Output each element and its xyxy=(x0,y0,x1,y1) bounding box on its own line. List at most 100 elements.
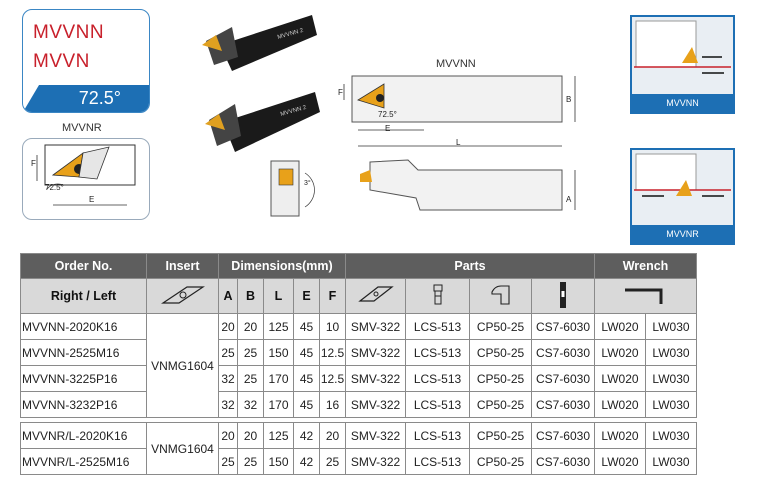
order-no: MVVNN-3232P16 xyxy=(20,391,147,418)
mvvnn-application-frame: MVVNN xyxy=(630,15,735,114)
cell-pin: CS7-6030 xyxy=(531,448,595,475)
cell-clamp: CP50-25 xyxy=(469,339,532,366)
cell-b: 20 xyxy=(237,422,264,449)
frame2-caption: MVVNR xyxy=(632,225,733,243)
cell-a: 25 xyxy=(218,339,238,366)
cell-pin: CS7-6030 xyxy=(531,391,595,418)
cell-e: 45 xyxy=(293,365,320,392)
cell-b: 25 xyxy=(237,339,264,366)
cell-clamp: CP50-25 xyxy=(469,422,532,449)
mvvnr-drawing-card: F 72.5° E xyxy=(22,138,150,220)
insert-code: VNMG1604 xyxy=(146,422,219,475)
cell-clamp: CP50-25 xyxy=(469,391,532,418)
cell-b: 20 xyxy=(237,313,264,340)
clearance-angle: 3° xyxy=(304,180,311,187)
cell-f: 25 xyxy=(319,448,346,475)
subheader-b: B xyxy=(237,278,264,314)
cell-e: 45 xyxy=(293,313,320,340)
cell-shim: SMV-322 xyxy=(345,339,406,366)
table-row: MVVNN-2525M16 25 25 150 45 12.5 SMV-322 … xyxy=(20,339,697,366)
cell-a: 32 xyxy=(218,391,238,418)
model-name-1: MVVNN xyxy=(33,22,105,43)
cell-shim: SMV-322 xyxy=(345,422,406,449)
header-insert: Insert xyxy=(146,253,219,279)
header-order: Order No. xyxy=(20,253,147,279)
cell-screw: LCS-513 xyxy=(405,422,470,449)
cell-wrench-2: LW030 xyxy=(645,365,697,392)
cell-b: 25 xyxy=(237,448,264,475)
dim-f-small: F xyxy=(31,159,36,168)
cell-f: 12.5 xyxy=(319,339,346,366)
dim-b-main: B xyxy=(566,95,572,104)
dim-e-main: E xyxy=(385,124,391,133)
table-row: MVVNN-3232P16 32 32 170 45 16 SMV-322 LC… xyxy=(20,391,697,418)
lead-angle: 72.5° xyxy=(78,88,121,108)
subheader-l: L xyxy=(263,278,294,314)
title-card: MVVNN MVVN 72.5° xyxy=(22,9,150,113)
clamp-icon xyxy=(469,278,532,314)
subheader-right-left: Right / Left xyxy=(20,278,147,314)
cell-wrench-2: LW030 xyxy=(645,339,697,366)
dim-f-main: F xyxy=(338,88,343,97)
angle-main: 72.5° xyxy=(378,110,397,119)
header-parts: Parts xyxy=(345,253,595,279)
cell-l: 170 xyxy=(263,391,294,418)
tool-photo-1: MVVNN 2 xyxy=(192,5,317,77)
cell-e: 42 xyxy=(293,422,320,449)
spec-table: Order No. Insert Dimensions(mm) Parts Wr… xyxy=(20,253,697,475)
shim-icon xyxy=(345,278,406,314)
subheader-a: A xyxy=(218,278,238,314)
cell-wrench-1: LW020 xyxy=(594,422,646,449)
cell-a: 32 xyxy=(218,365,238,392)
table-row: MVVNN-2020K16 VNMG1604 20 20 125 45 10 S… xyxy=(20,313,697,418)
header-dimensions: Dimensions(mm) xyxy=(218,253,346,279)
cell-wrench-2: LW030 xyxy=(645,448,697,475)
pin-icon xyxy=(531,278,595,314)
cell-wrench-2: LW030 xyxy=(645,313,697,340)
screw-icon xyxy=(405,278,470,314)
cell-b: 32 xyxy=(237,391,264,418)
insert-code: VNMG1604 xyxy=(146,313,219,418)
cell-clamp: CP50-25 xyxy=(469,313,532,340)
cell-pin: CS7-6030 xyxy=(531,313,595,340)
order-no: MVVNN-2020K16 xyxy=(20,313,147,340)
cell-f: 12.5 xyxy=(319,365,346,392)
order-no: MVVNR/L-2525M16 xyxy=(20,448,147,475)
wrench-icon xyxy=(594,278,697,314)
cell-screw: LCS-513 xyxy=(405,365,470,392)
frame1-caption: MVVNN xyxy=(632,94,733,112)
subheader-f: F xyxy=(319,278,346,314)
cell-wrench-2: LW030 xyxy=(645,422,697,449)
dim-a-main: A xyxy=(566,195,572,204)
cell-shim: SMV-322 xyxy=(345,448,406,475)
cell-screw: LCS-513 xyxy=(405,313,470,340)
cell-wrench-1: LW020 xyxy=(594,365,646,392)
cell-f: 20 xyxy=(319,422,346,449)
cell-wrench-2: LW030 xyxy=(645,391,697,418)
cell-wrench-1: LW020 xyxy=(594,313,646,340)
cell-pin: CS7-6030 xyxy=(531,339,595,366)
cell-e: 45 xyxy=(293,391,320,418)
cell-l: 150 xyxy=(263,448,294,475)
cell-l: 150 xyxy=(263,339,294,366)
cell-e: 45 xyxy=(293,339,320,366)
cell-e: 42 xyxy=(293,448,320,475)
cell-screw: LCS-513 xyxy=(405,339,470,366)
angle-small: 72.5° xyxy=(45,183,64,192)
insert-icon xyxy=(146,278,219,314)
mvvnn-dimension-drawing xyxy=(343,75,576,211)
cell-f: 10 xyxy=(319,313,346,340)
cell-clamp: CP50-25 xyxy=(469,365,532,392)
mvvnr-label: MVVNR xyxy=(62,122,102,134)
cell-a: 20 xyxy=(218,313,238,340)
cell-l: 170 xyxy=(263,365,294,392)
angle-band: 72.5° xyxy=(23,85,149,112)
cell-b: 25 xyxy=(237,365,264,392)
model-name-2: MVVN xyxy=(33,51,90,72)
cell-pin: CS7-6030 xyxy=(531,365,595,392)
cell-shim: SMV-322 xyxy=(345,313,406,340)
cell-clamp: CP50-25 xyxy=(469,448,532,475)
cell-screw: LCS-513 xyxy=(405,391,470,418)
cell-wrench-1: LW020 xyxy=(594,448,646,475)
mvvnr-application-frame: MVVNR xyxy=(630,148,735,245)
